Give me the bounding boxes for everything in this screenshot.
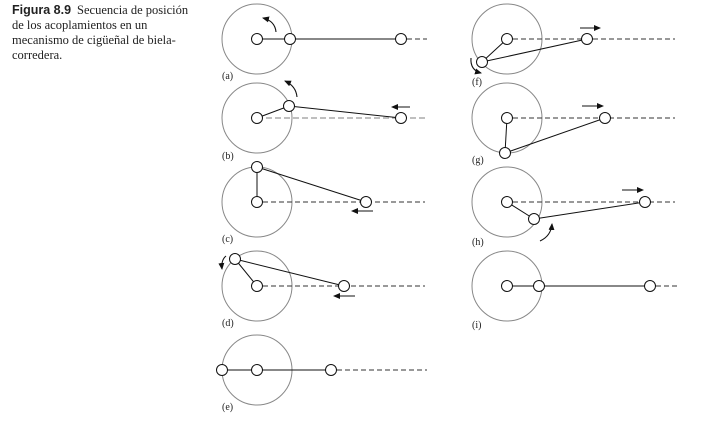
slider-joint bbox=[395, 33, 407, 45]
panel-h: (h) bbox=[471, 166, 675, 248]
panel-label: (h) bbox=[472, 237, 484, 248]
slider-joint bbox=[639, 196, 651, 208]
panel-label: (d) bbox=[222, 318, 234, 329]
connecting-rod bbox=[288, 105, 402, 119]
panel-label: (e) bbox=[222, 402, 233, 413]
panel-d: (d) bbox=[218, 250, 425, 329]
crank-pin bbox=[216, 364, 228, 376]
crank-pivot bbox=[501, 112, 513, 124]
crank-pin bbox=[251, 161, 263, 173]
crank-pivot bbox=[501, 280, 513, 292]
slider-joint bbox=[338, 280, 350, 292]
rotation-arrow-icon bbox=[284, 80, 298, 98]
panel-e: (e) bbox=[216, 334, 427, 413]
panel-label: (a) bbox=[222, 71, 233, 82]
connecting-rod bbox=[481, 38, 588, 63]
crank-pin bbox=[528, 213, 540, 225]
rotation-arrow-icon bbox=[470, 57, 482, 75]
crank-pin bbox=[284, 33, 296, 45]
slider-joint bbox=[599, 112, 611, 124]
slider-joint bbox=[644, 280, 656, 292]
panel-label: (f) bbox=[472, 77, 482, 88]
caption-text: Secuencia de posición de los acoplamient… bbox=[12, 3, 189, 62]
panel-label: (i) bbox=[472, 320, 481, 331]
crank-pivot bbox=[501, 33, 513, 45]
rotation-arrow-icon bbox=[262, 16, 277, 33]
panel-label: (g) bbox=[472, 155, 484, 166]
crank-pivot bbox=[251, 33, 263, 45]
panel-c: (c) bbox=[221, 161, 425, 245]
crank-pivot bbox=[251, 196, 263, 208]
connecting-rod bbox=[504, 117, 606, 154]
connecting-rod bbox=[256, 166, 367, 203]
crank-pin bbox=[533, 280, 545, 292]
crank-pivot bbox=[251, 364, 263, 376]
slider-joint bbox=[581, 33, 593, 45]
crank-pin bbox=[499, 147, 511, 159]
connecting-rod bbox=[234, 258, 345, 287]
panel-f: (f) bbox=[470, 3, 675, 88]
panel-label: (b) bbox=[222, 151, 234, 162]
panel-b: (b) bbox=[221, 80, 425, 162]
panel-label: (c) bbox=[222, 234, 233, 245]
rotation-arrow-icon bbox=[539, 223, 555, 242]
crank-circle bbox=[221, 82, 293, 154]
crank-pivot bbox=[501, 196, 513, 208]
crank-pin bbox=[476, 56, 488, 68]
slider-joint bbox=[360, 196, 372, 208]
slider-joint bbox=[325, 364, 337, 376]
figure-number: Figura 8.9 bbox=[12, 3, 72, 17]
crank-pin bbox=[283, 100, 295, 112]
crank-pivot bbox=[251, 280, 263, 292]
crank-pin bbox=[229, 253, 241, 265]
connecting-rod bbox=[533, 201, 646, 220]
slider-joint bbox=[395, 112, 407, 124]
panel-g: (g) bbox=[471, 82, 675, 166]
panel-i: (i) bbox=[471, 250, 677, 331]
panel-a: (a) bbox=[221, 3, 427, 82]
crank-pivot bbox=[251, 112, 263, 124]
rotation-arrow-icon bbox=[218, 255, 227, 270]
